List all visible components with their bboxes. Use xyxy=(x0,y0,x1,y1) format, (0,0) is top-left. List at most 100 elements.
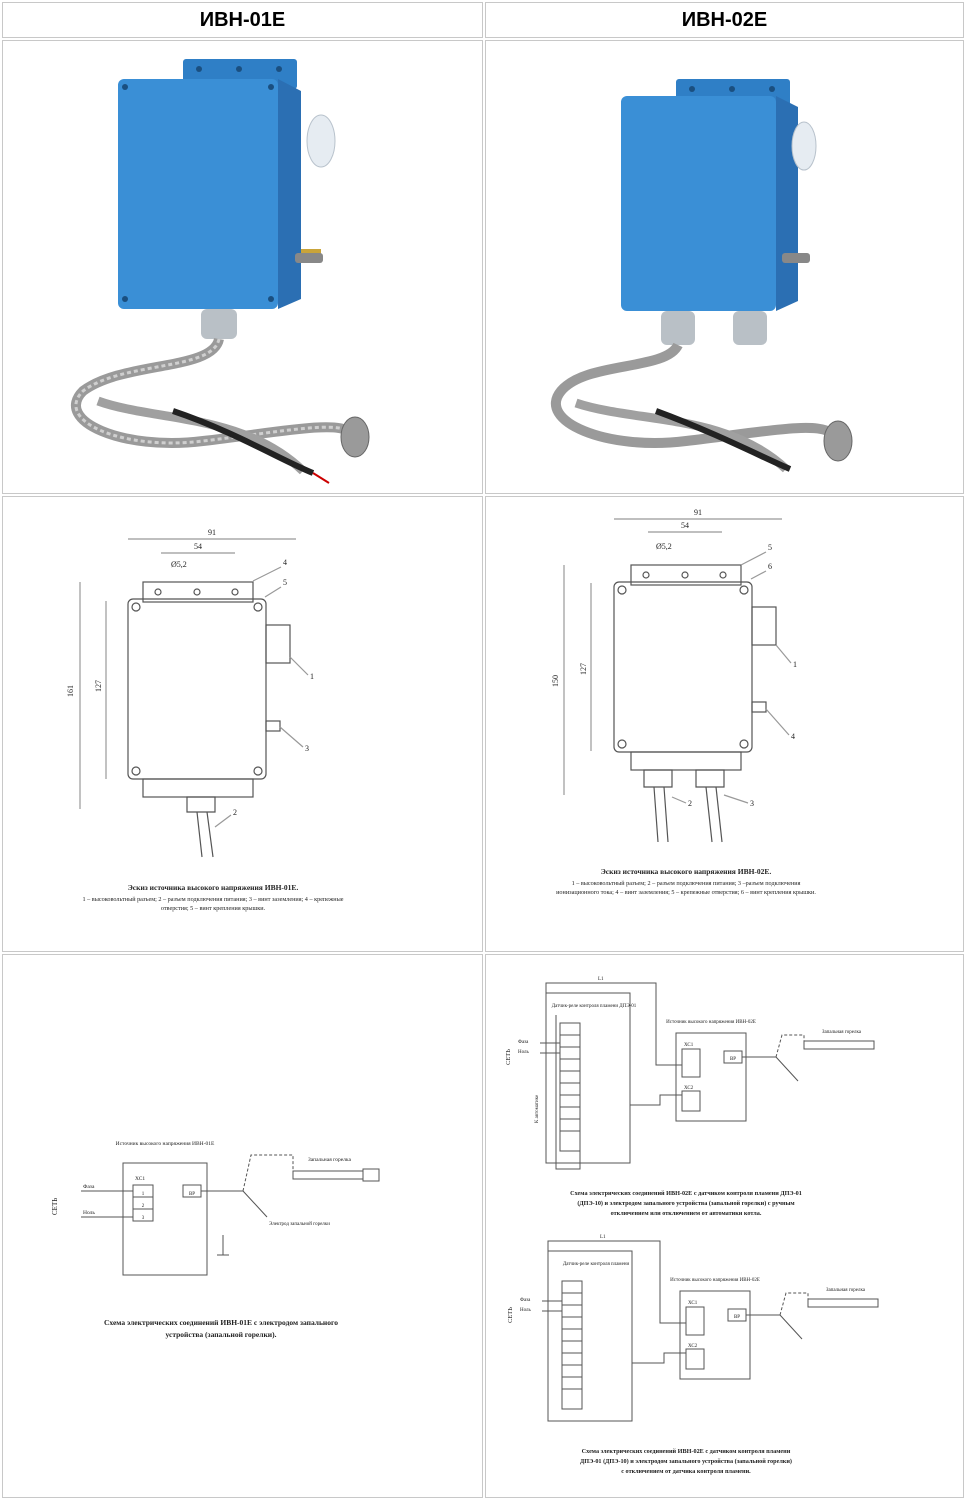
header-row: ИВН-01Е ИВН-02Е xyxy=(2,2,964,38)
connector-xs1: ХС1 xyxy=(684,1043,694,1048)
wire-l1: L1 xyxy=(598,977,604,982)
drawing-row: 91 54 Ø5,2 161 127 4 5 1 3 2 Эскиз источ… xyxy=(2,496,964,952)
hv-connector xyxy=(306,114,336,168)
dimension-drawing-ivn02e: 91 54 Ø5,2 150 127 5 6 1 4 2 3 Эскиз ист… xyxy=(551,508,816,896)
dimension-drawing-ivn01e: 91 54 Ø5,2 161 127 4 5 1 3 2 Эскиз источ… xyxy=(66,528,344,912)
photo-row xyxy=(2,40,964,494)
product-photo-ivn02e xyxy=(550,79,853,473)
phase-label: Фаза xyxy=(83,1184,95,1190)
scheme-cell-ivn02e: Датчик-реле контроля пламени ДПЭ-01 Исто… xyxy=(485,954,964,1498)
callout-1: 1 xyxy=(793,660,797,669)
scheme-a-caption-line3: отключением или отключением от автоматик… xyxy=(611,1210,762,1217)
scheme-caption-line1: Схема электрических соединений ИВН-01Е с… xyxy=(104,1318,338,1327)
cable-gland-2 xyxy=(733,311,767,345)
drawing-legend-line2: отверстия; 5 – винт крепления крышки. xyxy=(161,905,266,912)
dim-hole-spacing: 54 xyxy=(681,521,689,530)
dim-body-height: 127 xyxy=(94,680,103,692)
callout-5: 5 xyxy=(283,578,287,587)
callout-1: 1 xyxy=(310,672,314,681)
hv-terminal: ВР xyxy=(734,1315,740,1320)
dim-hole-diameter: Ø5,2 xyxy=(171,560,187,569)
callout-2: 2 xyxy=(688,799,692,808)
enclosure-side xyxy=(776,96,798,311)
zero-label: Ноль xyxy=(83,1210,95,1216)
callout-2: 2 xyxy=(233,808,237,817)
electrode-note: Электрод запальной горелки xyxy=(269,1222,330,1227)
dim-body-height: 127 xyxy=(579,663,588,675)
hv-terminal: ВР xyxy=(730,1057,736,1062)
zero-label: Ноль xyxy=(520,1308,532,1313)
dim-width: 91 xyxy=(208,528,216,537)
pin-1: 1 xyxy=(142,1192,145,1197)
electrode-label: Запальная горелка xyxy=(826,1288,866,1293)
scheme-cell-ivn01e: Источник высокого напряжения ИВН-01Е ХС1… xyxy=(2,954,483,1498)
dim-width: 91 xyxy=(694,508,702,517)
mains-label: СЕТЬ xyxy=(505,1049,512,1065)
wire-l1: L1 xyxy=(600,1235,606,1240)
scheme-b xyxy=(542,1240,879,1422)
callout-4: 4 xyxy=(283,558,287,567)
block-title: Источник высокого напряжения ИВН-02Е xyxy=(670,1278,760,1283)
hv-plug xyxy=(823,420,853,462)
hv-connector xyxy=(791,121,817,171)
connector-xs2: ХС2 xyxy=(684,1086,694,1091)
enclosure-side xyxy=(278,79,301,309)
scheme-a xyxy=(540,982,875,1170)
scheme-caption-line2: устройства (запальной горелки). xyxy=(166,1330,277,1339)
callout-6: 6 xyxy=(768,562,772,571)
sensor-label: Датчик-реле контроля пламени ДПЭ-01 xyxy=(552,1004,637,1009)
drawing-cell-ivn02e: 91 54 Ø5,2 150 127 5 6 1 4 2 3 Эскиз ист… xyxy=(485,496,964,952)
cable-gland xyxy=(201,309,237,339)
sensor-label: Датчик-реле контроля пламени xyxy=(563,1262,630,1267)
ground-screw xyxy=(295,253,323,263)
scheme-row: Источник высокого напряжения ИВН-01Е ХС1… xyxy=(2,954,964,1498)
phase-label: Фаза xyxy=(520,1298,531,1303)
scheme-b-caption-line3: с отключением от датчика контроля пламен… xyxy=(621,1468,751,1475)
dim-height: 150 xyxy=(551,675,560,687)
callout-3: 3 xyxy=(750,799,754,808)
dim-hole-spacing: 54 xyxy=(194,542,202,551)
drawing-cell-ivn01e: 91 54 Ø5,2 161 127 4 5 1 3 2 Эскиз источ… xyxy=(2,496,483,952)
scheme-b-caption-line1: Схема электрических соединений ИВН-02Е с… xyxy=(582,1448,791,1455)
cable-gland-1 xyxy=(661,311,695,345)
mains-label: СЕТЬ xyxy=(51,1198,59,1215)
callout-3: 3 xyxy=(305,744,309,753)
scheme-a-caption-line2: (ДПЭ-10) и электродом запального устройс… xyxy=(577,1200,795,1207)
photo-cell-ivn02e xyxy=(485,40,964,494)
armored-cable xyxy=(550,342,835,448)
block-title: Источник высокого напряжения ИВН-01Е xyxy=(116,1141,215,1147)
drawing-legend-line2: ионизационного тока; 4 – винт заземления… xyxy=(556,889,816,896)
electrode-label: Запальная горелка xyxy=(308,1157,351,1163)
connector-xs2: ХС2 xyxy=(688,1344,698,1349)
block-title: Источник высокого напряжения ИВН-02Е xyxy=(666,1020,756,1025)
drawing-title: Эскиз источника высокого напряжения ИВН-… xyxy=(128,883,299,892)
zero-label: Ноль xyxy=(518,1050,530,1055)
drawing-legend-line1: 1 – высоковольтный разъем; 2 – разъем по… xyxy=(83,896,344,903)
dim-hole-diameter: Ø5,2 xyxy=(656,542,672,551)
connector-xs1: ХС1 xyxy=(688,1301,698,1306)
callout-4: 4 xyxy=(791,732,795,741)
product-photo-ivn01e xyxy=(71,59,370,484)
ground-screw xyxy=(782,253,810,263)
phase-label: Фаза xyxy=(518,1040,529,1045)
drawing-title: Эскиз источника высокого напряжения ИВН-… xyxy=(601,867,772,876)
enclosure-front xyxy=(621,96,776,311)
scheme-a-caption-line1: Схема электрических соединений ИВН-02Е с… xyxy=(570,1190,802,1197)
connector-xs1: ХС1 xyxy=(135,1176,145,1182)
hv-terminal: ВР xyxy=(189,1192,195,1197)
column-header-ivn01e: ИВН-01Е xyxy=(2,2,483,38)
wiring-scheme-ivn01e: Источник высокого напряжения ИВН-01Е ХС1… xyxy=(51,1141,380,1339)
mains-label: СЕТЬ xyxy=(507,1307,514,1323)
automation-label: К автоматике xyxy=(535,1094,540,1123)
wiring-schemes-ivn02e: Датчик-реле контроля пламени ДПЭ-01 Исто… xyxy=(505,977,879,1475)
column-header-ivn02e: ИВН-02Е xyxy=(485,2,964,38)
pin-2: 2 xyxy=(142,1204,145,1209)
hv-plug xyxy=(340,416,370,458)
callout-5: 5 xyxy=(768,543,772,552)
scheme-b-caption-line2: ДПЭ-01 (ДПЭ-10) и электродом запального … xyxy=(580,1458,792,1465)
dim-height: 161 xyxy=(66,685,75,697)
enclosure-front xyxy=(118,79,278,309)
drawing-legend-line1: 1 – высоковольтный разъем; 2 – разъем по… xyxy=(572,880,801,887)
electrode-label: Запальная горелка xyxy=(822,1030,862,1035)
